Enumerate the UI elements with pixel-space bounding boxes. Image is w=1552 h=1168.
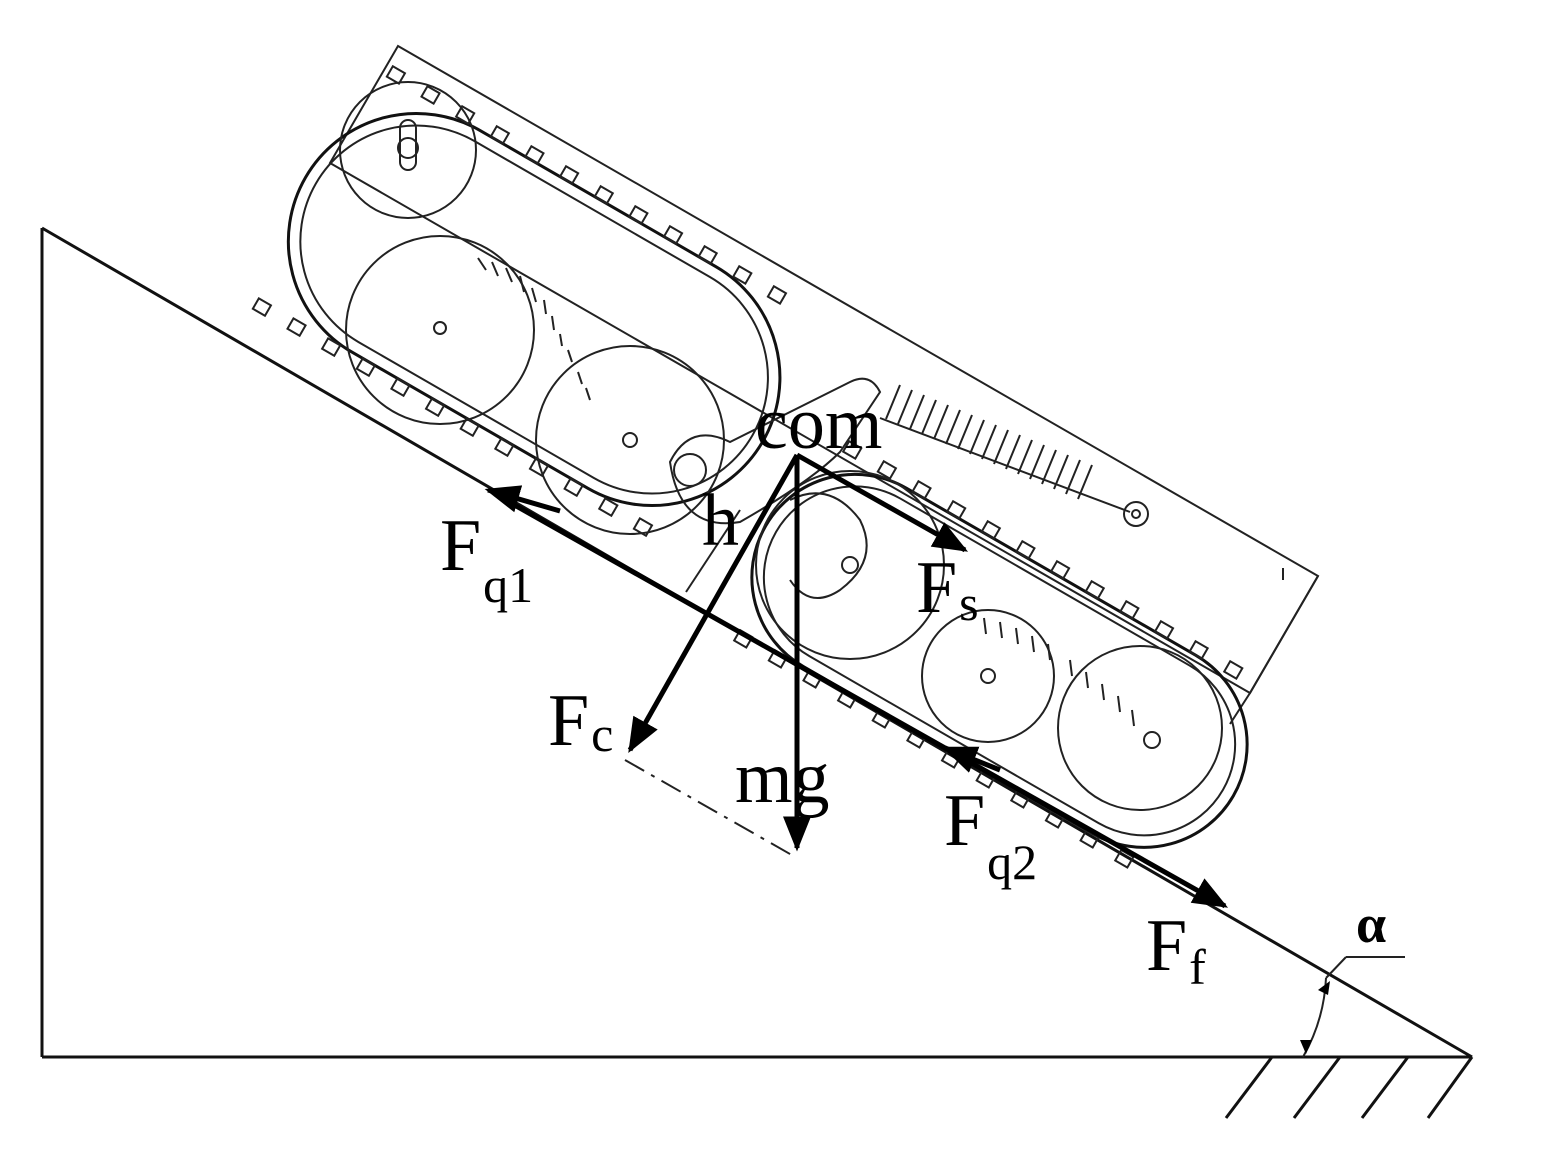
label-fq1: Fq1 [440,505,533,613]
rear-wheel-large [345,235,535,425]
label-com: com [755,383,882,465]
fq1-arrow [484,485,561,514]
rear-track-module [251,64,788,538]
spring [879,384,1149,527]
fq2-arrow [941,745,1001,773]
linkage-arm [668,377,882,525]
label-alpha: α [1356,894,1386,954]
angle-marker [1300,956,1405,1058]
label-h: h [702,480,739,562]
front-wheel-large [1057,645,1223,811]
front-wheel-small [921,609,1055,743]
front-wheel-drive [755,470,945,660]
h-dimension [685,509,741,593]
label-fc: Fc [548,680,613,762]
label-ff: Ff [1146,905,1206,995]
rear-wheel-small [339,81,477,219]
rear-brush [477,257,591,401]
fs-arrow [795,452,969,553]
front-brush [983,617,1135,727]
label-fq2: Fq2 [944,780,1037,890]
force-vectors [484,452,1229,909]
ground-hatching [1224,1056,1474,1119]
track-cleats-rear [251,64,788,538]
fc-arrow [627,453,800,754]
fc-projection-dashed [624,759,798,859]
label-mg: mg [735,737,830,819]
label-fs: Fs [916,547,979,631]
rear-wheel-mid [535,345,725,535]
track-contact-line [493,491,1229,909]
